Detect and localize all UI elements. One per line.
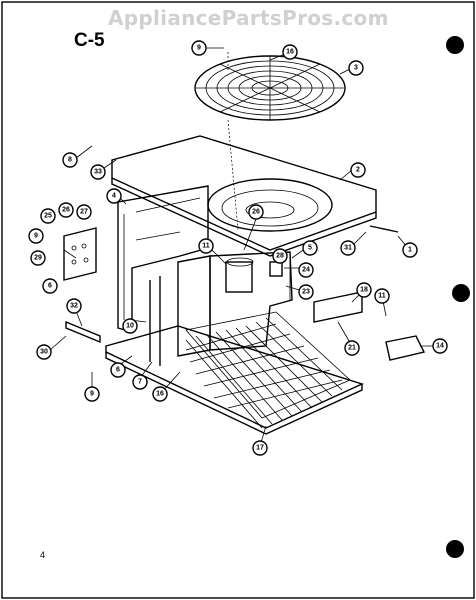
callout-31: 31 [340,240,356,256]
callout-label: 6 [116,367,120,374]
callout-9-lower: 9 [84,386,100,402]
callout-7: 7 [132,374,148,390]
fan-guard [194,55,346,121]
callout-label: 11 [202,243,210,250]
callout-9-left: 9 [28,228,44,244]
callout-label: 18 [360,287,368,294]
callout-17: 17 [252,440,268,456]
callout-label: 1 [408,247,412,254]
callout-label: 24 [302,267,310,274]
callout-11-right: 11 [374,288,390,304]
callout-label: 30 [40,349,48,356]
callout-9: 9 [191,40,207,56]
callout-label: 33 [94,169,102,176]
brackets [65,225,426,361]
callout-18: 18 [356,282,372,298]
callout-label: 16 [156,391,164,398]
callout-label: 32 [70,303,78,310]
callout-label: 29 [34,255,42,262]
callout-label: 16 [286,49,294,56]
callout-label: 31 [344,245,352,252]
callout-label: 9 [90,391,94,398]
callout-label: 23 [302,289,310,296]
coil-guard [185,311,351,429]
compressor [225,257,283,293]
callout-label: 2 [356,167,360,174]
callout-label: 17 [256,445,264,452]
callout-11: 11 [198,238,214,254]
callout-28: 28 [272,248,288,264]
callout-5: 5 [302,240,318,256]
callout-label: 8 [68,157,72,164]
callout-33: 33 [90,164,106,180]
callout-3: 3 [348,60,364,76]
callout-14: 14 [432,338,448,354]
callout-label: 11 [378,293,386,300]
control-box [63,227,97,281]
page-number: 4 [40,550,46,560]
callout-10: 10 [122,318,138,334]
callout-label: 10 [126,323,134,330]
binder-hole-middle [452,284,470,302]
callout-label: 6 [48,283,52,290]
callout-30: 30 [36,344,52,360]
callout-16: 16 [282,44,298,60]
callout-23: 23 [298,284,314,300]
fan-axis-line [227,119,239,231]
callout-label: 26 [62,207,70,214]
callout-21: 21 [344,340,360,356]
callout-24: 24 [298,262,314,278]
callout-6: 6 [42,278,58,294]
callout-label: 27 [80,209,88,216]
callout-label: 7 [138,379,142,386]
callout-label: 5 [308,245,312,252]
callout-26-upper: 26 [248,204,264,220]
callout-6-lower: 6 [110,362,126,378]
callout-label: 21 [348,345,356,352]
callout-26: 26 [58,202,74,218]
callout-16-lower: 16 [152,386,168,402]
callout-label: 26 [252,209,260,216]
callout-4: 4 [106,188,122,204]
page-label: C-5 [74,30,105,51]
callout-2: 2 [350,162,366,178]
callout-32: 32 [66,298,82,314]
cabinet [117,185,293,366]
callout-label: 14 [436,343,444,350]
callout-label: 9 [34,233,38,240]
callout-1: 1 [402,242,418,258]
callout-label: 28 [276,253,284,260]
callout-label: 3 [354,65,358,72]
binder-hole-bottom [446,540,464,558]
callout-29: 29 [30,250,46,266]
callout-label: 25 [44,213,52,220]
callout-25: 25 [40,208,56,224]
callout-8: 8 [62,152,78,168]
callout-label: 4 [112,193,116,200]
binder-hole-top [446,36,464,54]
callout-label: 9 [197,45,201,52]
callout-27: 27 [76,204,92,220]
base-pan [105,325,364,435]
watermark: AppliancePartsPros.com [108,6,389,30]
